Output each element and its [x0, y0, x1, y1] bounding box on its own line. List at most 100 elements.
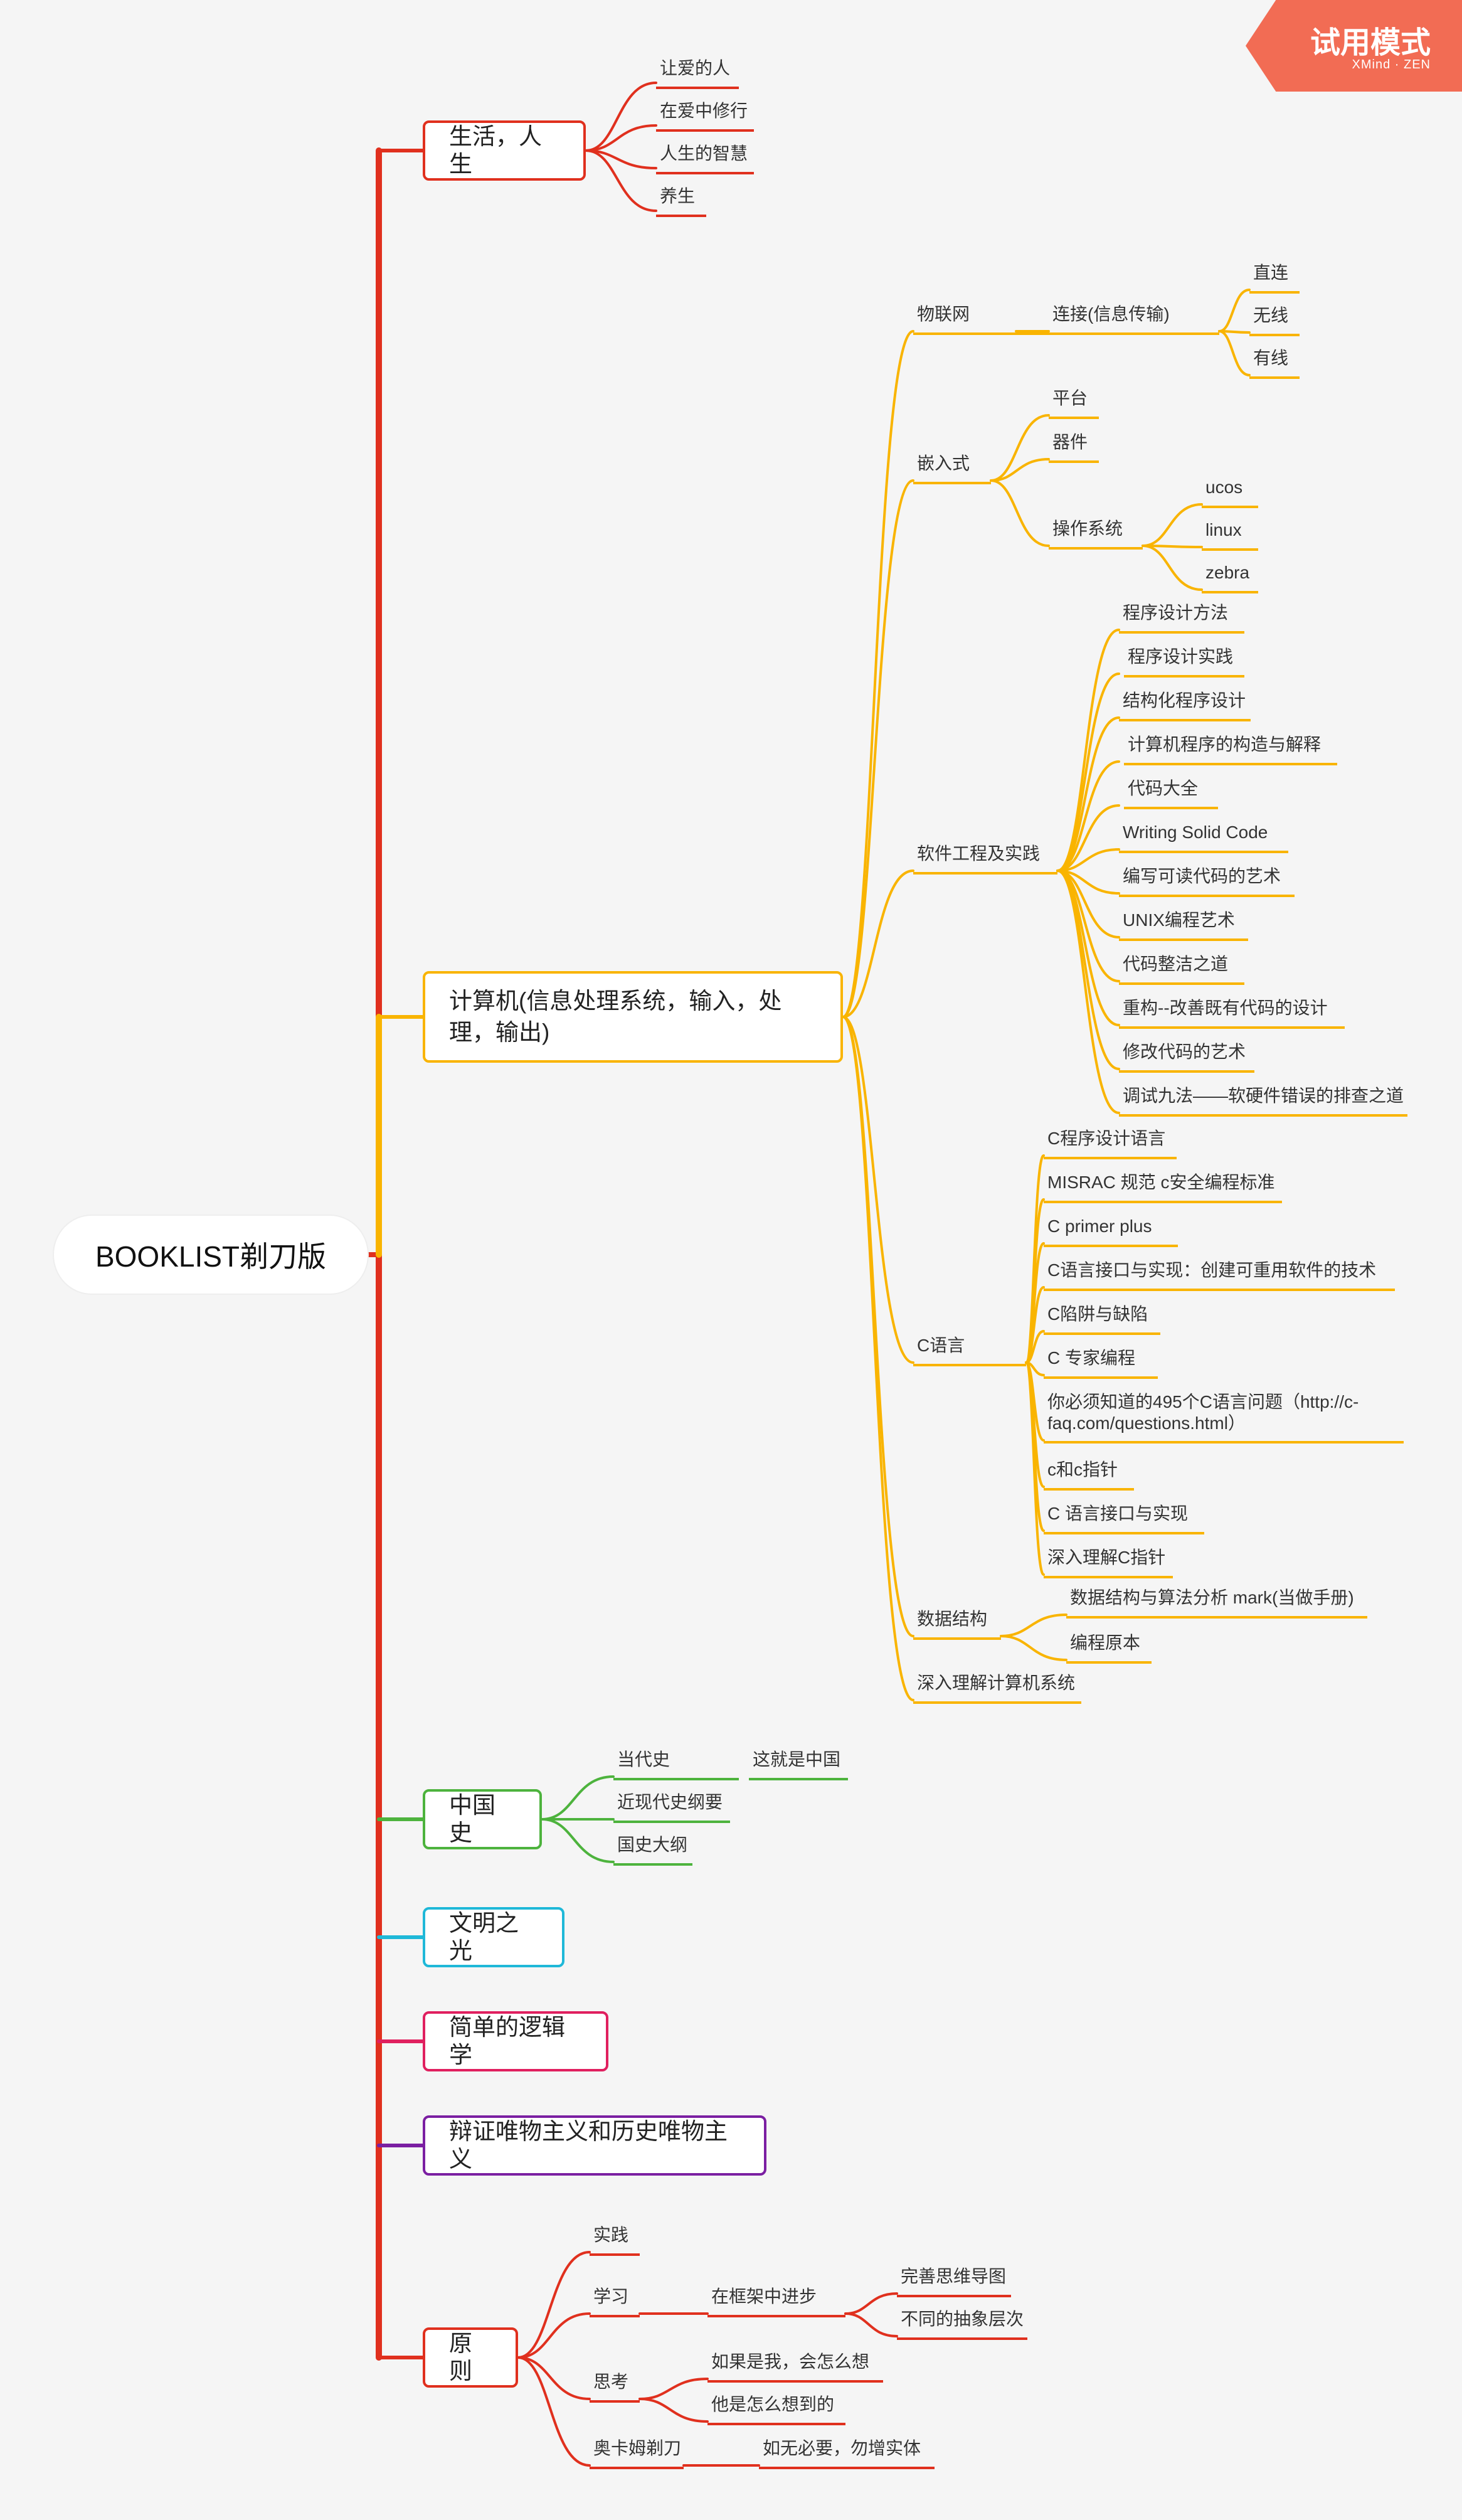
embedded-item[interactable]: 平台 — [1049, 388, 1099, 419]
life-connector — [585, 149, 657, 212]
clang-book[interactable]: C 专家编程 — [1044, 1348, 1158, 1379]
embedded-node[interactable]: 嵌入式 — [913, 453, 991, 484]
embedded-connector — [990, 414, 1050, 482]
clang-book[interactable]: C陷阱与缺陷 — [1044, 1304, 1160, 1335]
clang-book[interactable]: 你必须知道的495个C语言问题（http://c-faq.com/questio… — [1044, 1391, 1404, 1444]
topic-principle[interactable]: 原则 — [423, 2327, 518, 2388]
os-item[interactable]: ucos — [1202, 477, 1258, 508]
computer-connector — [842, 869, 914, 1018]
principle-connector — [517, 2251, 591, 2359]
se-book[interactable]: Writing Solid Code — [1119, 822, 1288, 853]
iot-node[interactable]: 物联网 — [913, 304, 1064, 335]
history-contemporary-book[interactable]: 这就是中国 — [749, 1749, 848, 1780]
topic-computer[interactable]: 计算机(信息处理系统，输入，处理，输出) — [423, 971, 843, 1063]
trial-mode-badge: 试用模式 XMind · ZEN — [1246, 0, 1462, 92]
clang-book[interactable]: c和c指针 — [1044, 1459, 1134, 1491]
connect-connector — [1218, 330, 1251, 376]
iot-connect-node[interactable]: 连接(信息传输) — [1049, 304, 1219, 335]
clang-book[interactable]: C语言接口与实现：创建可重用软件的技术 — [1044, 1260, 1395, 1291]
computer-connector — [842, 1016, 914, 1637]
se-book[interactable]: 调试九法——软硬件错误的排查之道 — [1119, 1085, 1407, 1117]
os-item[interactable]: linux — [1202, 519, 1258, 551]
se-book[interactable]: 程序设计实践 — [1124, 646, 1244, 678]
ds-connector — [1000, 1635, 1067, 1661]
computer-connector — [842, 1016, 914, 1364]
computer-connector — [842, 479, 914, 1018]
history-connector — [541, 1775, 615, 1821]
ds-book[interactable]: 编程原本 — [1066, 1632, 1152, 1664]
principle-connector — [517, 2356, 591, 2467]
os-connector — [1142, 503, 1203, 547]
principle-think[interactable]: 思考 — [590, 2371, 640, 2403]
csapp-node[interactable]: 深入理解计算机系统 — [913, 1672, 1081, 1704]
clang-book[interactable]: C primer plus — [1044, 1216, 1178, 1247]
history-contemporary[interactable]: 当代史 — [613, 1749, 739, 1780]
connect-item[interactable]: 有线 — [1249, 348, 1300, 379]
principle-connector — [517, 2312, 591, 2359]
history-item[interactable]: 国史大纲 — [613, 1834, 692, 1866]
progress-item[interactable]: 不同的抽象层次 — [897, 2309, 1027, 2340]
root-topic[interactable]: BOOKLIST剃刀版 — [54, 1216, 368, 1294]
computer-connector — [842, 330, 914, 1018]
think-item[interactable]: 如果是我，会怎么想 — [707, 2351, 883, 2383]
trial-mode-label: 试用模式 — [1310, 26, 1431, 60]
se-book[interactable]: 程序设计方法 — [1119, 602, 1244, 634]
history-connector — [541, 1818, 615, 1863]
se-node[interactable]: 软件工程及实践 — [913, 843, 1057, 875]
learn-progress[interactable]: 在框架中进步 — [707, 2286, 845, 2317]
se-book[interactable]: 修改代码的艺术 — [1119, 1041, 1254, 1073]
se-book[interactable]: 代码整洁之道 — [1119, 954, 1244, 985]
clang-book[interactable]: C 语言接口与实现 — [1044, 1503, 1204, 1534]
history-item[interactable]: 近现代史纲要 — [613, 1792, 730, 1823]
clang-connector — [1025, 1361, 1045, 1576]
se-book[interactable]: 重构--改善既有代码的设计 — [1119, 997, 1345, 1029]
topic-dialectic[interactable]: 辩证唯物主义和历史唯物主义 — [423, 2115, 766, 2176]
se-connector — [1056, 760, 1120, 872]
life-connector — [585, 124, 657, 152]
se-connector — [1056, 804, 1120, 872]
connect-connector — [1218, 289, 1251, 332]
principle-practice[interactable]: 实践 — [590, 2225, 640, 2256]
computer-connector — [842, 1016, 914, 1701]
life-connector — [585, 82, 657, 152]
clang-book[interactable]: MISRAC 规范 c安全编程标准 — [1044, 1172, 1282, 1203]
embedded-connector — [990, 479, 1050, 547]
connect-item[interactable]: 直连 — [1249, 262, 1300, 294]
clang-book[interactable]: 深入理解C指针 — [1044, 1547, 1173, 1578]
connect-item[interactable]: 无线 — [1249, 305, 1300, 336]
life-connector — [585, 149, 657, 169]
progress-item[interactable]: 完善思维导图 — [897, 2266, 1011, 2297]
topic-history[interactable]: 中国史 — [423, 1789, 542, 1849]
occam-item[interactable]: 如无必要，勿增实体 — [759, 2438, 935, 2469]
os-item[interactable]: zebra — [1202, 562, 1258, 593]
ds-connector — [1000, 1614, 1067, 1637]
clang-book[interactable]: C程序设计语言 — [1044, 1128, 1177, 1159]
think-item[interactable]: 他是怎么想到的 — [707, 2394, 845, 2425]
ds-book[interactable]: 数据结构与算法分析 mark(当做手册) — [1066, 1587, 1367, 1619]
principle-learn[interactable]: 学习 — [590, 2286, 640, 2317]
os-node[interactable]: 操作系统 — [1049, 518, 1143, 550]
life-item[interactable]: 在爱中修行 — [656, 100, 754, 132]
progress-connector — [844, 2312, 898, 2337]
se-book[interactable]: 计算机程序的构造与解释 — [1124, 734, 1337, 765]
topic-life[interactable]: 生活，人生 — [423, 120, 586, 181]
ds-node[interactable]: 数据结构 — [913, 1608, 1001, 1640]
clang-node[interactable]: C语言 — [913, 1335, 1026, 1366]
principle-occam[interactable]: 奥卡姆剃刀 — [590, 2438, 684, 2469]
life-item[interactable]: 让爱的人 — [656, 58, 739, 89]
se-book[interactable]: 编写可读代码的艺术 — [1119, 866, 1295, 897]
life-item[interactable]: 人生的智慧 — [656, 143, 754, 174]
se-book[interactable]: 结构化程序设计 — [1119, 690, 1251, 721]
think-connector — [638, 2378, 709, 2400]
se-connector — [1056, 869, 1120, 1114]
se-book[interactable]: 代码大全 — [1124, 778, 1218, 809]
se-book[interactable]: UNIX编程艺术 — [1119, 910, 1248, 941]
life-item[interactable]: 养生 — [656, 186, 706, 217]
topic-logic[interactable]: 简单的逻辑学 — [423, 2011, 608, 2071]
se-connector — [1056, 848, 1120, 872]
topic-civilization[interactable]: 文明之光 — [423, 1907, 564, 1967]
se-connector — [1056, 716, 1120, 872]
embedded-item[interactable]: 器件 — [1049, 432, 1099, 463]
se-connector — [1056, 869, 1120, 1070]
